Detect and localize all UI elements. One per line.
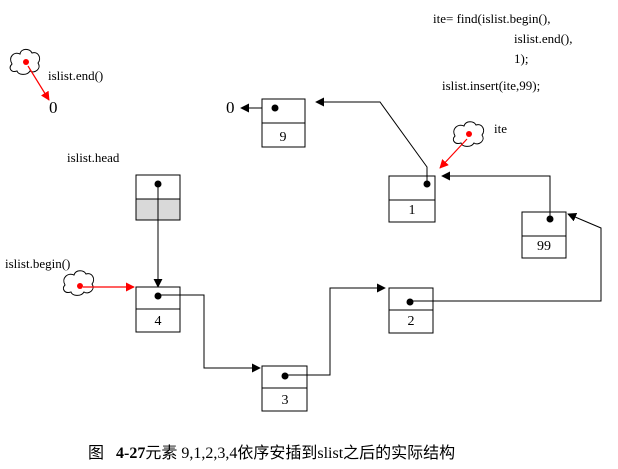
node-9: 9 bbox=[261, 98, 306, 148]
node4-to-node3-arrow bbox=[158, 294, 261, 373]
node-2: 2 bbox=[388, 287, 434, 334]
tail-null-zero: 0 bbox=[226, 98, 235, 117]
node2-to-node99-arrow bbox=[410, 213, 602, 302]
node-9-value: 9 bbox=[280, 130, 287, 145]
end-pointer-arrow bbox=[27, 65, 50, 101]
node-3-value: 3 bbox=[282, 393, 289, 408]
ite-pointer-arrow bbox=[439, 138, 468, 169]
ite-iterator-cloud-icon bbox=[452, 121, 485, 147]
end-label: islist.end() bbox=[48, 68, 103, 83]
end-iterator-cloud-icon bbox=[9, 48, 41, 75]
node99-to-node1-arrow bbox=[441, 171, 551, 219]
node-4-value: 4 bbox=[155, 314, 162, 329]
node-99-value: 99 bbox=[537, 239, 551, 254]
caption-number: 4-27 bbox=[116, 445, 145, 462]
node1-to-node9-arrow bbox=[315, 97, 428, 184]
caption-prefix: 图 bbox=[88, 445, 104, 462]
code-line-3: 1); bbox=[514, 51, 528, 66]
node-1: 1 bbox=[388, 175, 436, 223]
end-null-zero: 0 bbox=[49, 98, 58, 117]
head-label: islist.head bbox=[67, 150, 120, 165]
code-line-1: ite= find(islist.begin(), bbox=[433, 11, 550, 26]
figure-caption: 图 4-27元素 9,1,2,3,4依序安插到slist之后的实际结构 bbox=[88, 444, 455, 462]
begin-label: islist.begin() bbox=[5, 256, 70, 271]
node3-to-node2-arrow bbox=[285, 283, 386, 376]
node-3: 3 bbox=[261, 365, 308, 412]
node-99: 99 bbox=[521, 211, 567, 259]
caption-text: 元素 9,1,2,3,4依序安插到slist之后的实际结构 bbox=[145, 444, 455, 462]
code-line-2: islist.end(), bbox=[514, 31, 573, 46]
node-2-value: 2 bbox=[408, 314, 415, 329]
begin-iterator-cloud-icon bbox=[62, 270, 95, 296]
node-4: 4 bbox=[135, 286, 181, 333]
code-line-4: islist.insert(ite,99); bbox=[442, 78, 540, 93]
ite-label: ite bbox=[494, 121, 507, 136]
node-1-value: 1 bbox=[409, 203, 416, 218]
